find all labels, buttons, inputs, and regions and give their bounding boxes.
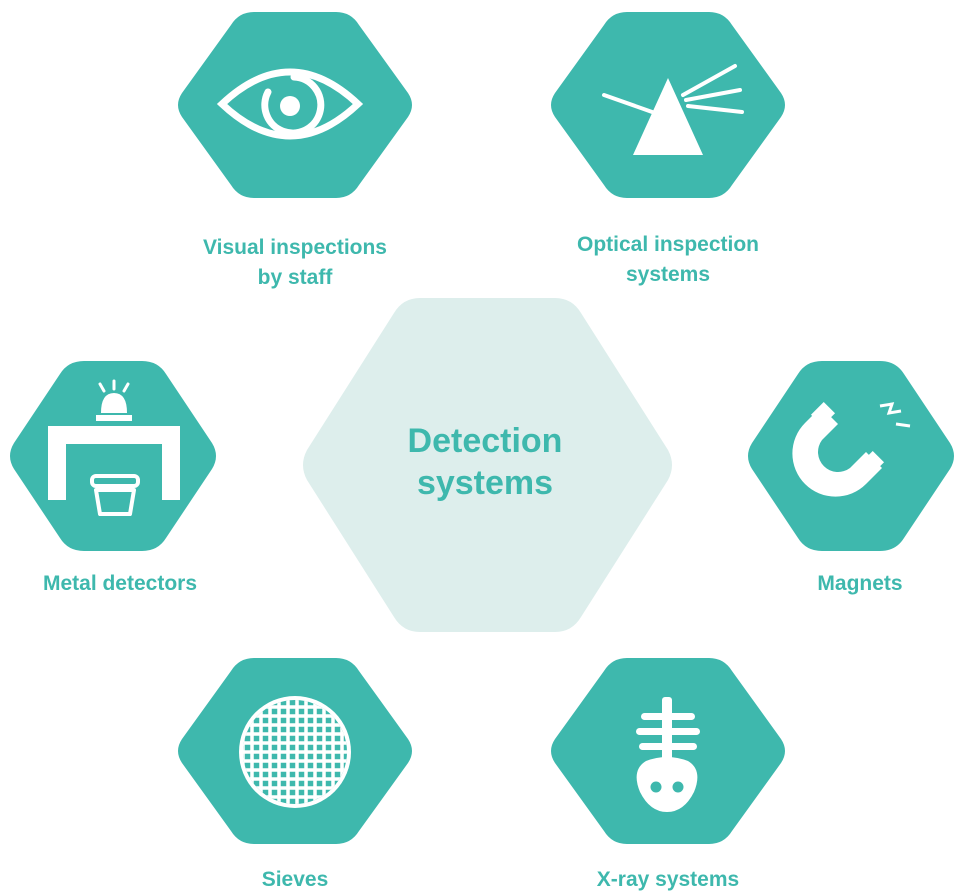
- metal-detectors-hexagon: [10, 361, 216, 551]
- label-x-ray-systems: X-ray systems: [596, 868, 740, 891]
- optical-hexagon: [551, 12, 785, 198]
- label-magnets: Magnets: [817, 572, 903, 595]
- label-visual-inspections: Visual inspections by staff: [202, 236, 387, 289]
- eye-icon: [216, 68, 364, 140]
- x-ray-icon: [636, 697, 700, 812]
- sieve-icon: [239, 696, 351, 808]
- x-ray-hexagon: [551, 658, 785, 844]
- center-title: Detection systems: [407, 422, 563, 502]
- visual-hexagon: [178, 12, 412, 198]
- metal-detector-icon: [48, 379, 180, 516]
- prism-icon: [602, 64, 744, 155]
- center-hexagon: [303, 298, 672, 632]
- magnets-hexagon: [748, 361, 954, 551]
- label-optical-inspection: Optical inspection systems: [576, 233, 760, 286]
- magnet-icon: [792, 401, 911, 497]
- sieves-hexagon: [178, 658, 412, 844]
- label-sieves: Sieves: [261, 868, 329, 891]
- label-metal-detectors: Metal detectors: [42, 572, 198, 595]
